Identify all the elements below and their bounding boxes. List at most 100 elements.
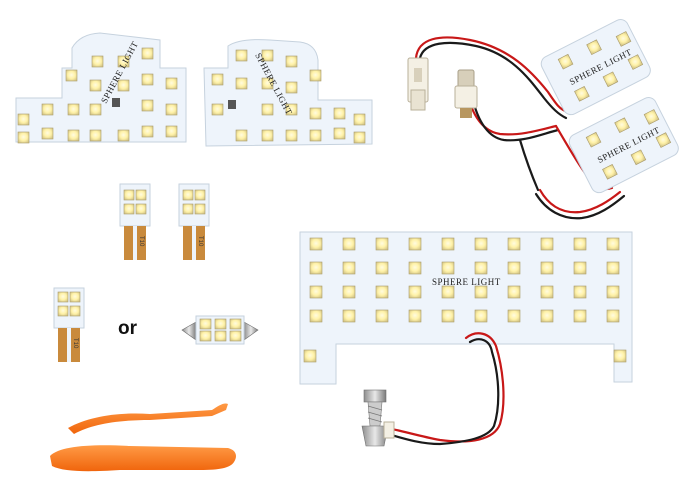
led-panel-map-light-1: SPHERE LIGHT: [540, 19, 651, 116]
led-chip: [614, 117, 630, 134]
led-chip: [342, 309, 356, 323]
led-chip: [586, 39, 602, 56]
led-chip: [117, 129, 130, 142]
led-chip: [285, 81, 298, 94]
led-chip: [211, 103, 224, 116]
led-panel-map-light-2: SPHERE LIGHT: [568, 97, 679, 194]
led-chip: [89, 103, 102, 116]
led-panel-front-left: SPHERE LIGHT: [15, 32, 187, 144]
led-chip-group: [211, 49, 366, 144]
led-chip: [141, 125, 154, 138]
t10-wedge-bulb: T10: [119, 183, 151, 260]
led-chip: [585, 131, 602, 148]
led-chip: [573, 309, 587, 323]
led-chip: [17, 131, 30, 144]
led-chip: [342, 285, 356, 299]
pry-tool-wide: [50, 445, 236, 472]
led-chip: [507, 261, 521, 275]
led-chip: [165, 125, 178, 138]
led-chip: [540, 309, 554, 323]
led-chip: [606, 285, 620, 299]
led-chip: [285, 129, 298, 142]
led-chip: [333, 107, 346, 120]
led-chip: [655, 132, 672, 148]
pry-tool: [68, 403, 228, 434]
connector-socket: [112, 98, 120, 107]
led-chip: [375, 285, 389, 299]
led-chip: [353, 113, 366, 126]
led-chip: [602, 71, 619, 88]
led-chip: [375, 309, 389, 323]
led-chip: [309, 261, 323, 275]
led-chip: [375, 261, 389, 275]
connector-socket: [228, 100, 236, 109]
led-chip: [540, 261, 554, 275]
led-chip: [606, 309, 620, 323]
led-chip: [540, 237, 554, 251]
led-chip: [375, 237, 389, 251]
t10-wedge-bulb: T10: [53, 287, 85, 362]
led-chip: [285, 103, 298, 116]
led-chip: [474, 309, 488, 323]
led-chip: [507, 285, 521, 299]
led-chip: [606, 237, 620, 251]
led-chip: [474, 285, 488, 299]
festoon-bulb: [181, 315, 259, 345]
led-chip: [474, 237, 488, 251]
led-chip: [441, 285, 455, 299]
led-chip: [261, 129, 274, 142]
led-chip: [303, 349, 317, 363]
led-chip: [89, 79, 102, 92]
led-chip: [309, 107, 322, 120]
led-chip: [574, 86, 590, 102]
led-panel-front-right: SPHERE LIGHT: [203, 39, 373, 147]
led-chip: [613, 349, 627, 363]
led-chip-group: [557, 31, 644, 102]
led-chip: [67, 129, 80, 142]
led-chip: [117, 55, 130, 68]
led-chip: [91, 55, 104, 68]
t10-wedge-bulb: T10: [178, 183, 210, 260]
brand-label: SPHERE LIGHT: [432, 277, 501, 287]
led-chip: [573, 261, 587, 275]
led-chip: [573, 285, 587, 299]
led-chip: [353, 131, 366, 144]
led-chip: [474, 261, 488, 275]
led-chip: [441, 309, 455, 323]
model-code-label: T10: [197, 236, 203, 247]
led-chip: [141, 47, 154, 60]
led-chip: [261, 103, 274, 116]
led-chip-group: [585, 109, 672, 180]
led-chip: [165, 103, 178, 116]
led-chip: [309, 285, 323, 299]
led-chip: [408, 285, 422, 299]
wiring-harness-bottom: [384, 332, 505, 446]
led-chip: [17, 113, 30, 126]
led-chip: [309, 129, 322, 142]
led-chip: [309, 237, 323, 251]
led-chip: [408, 261, 422, 275]
led-chip: [309, 309, 323, 323]
led-chip: [643, 109, 660, 125]
led-chip: [261, 77, 274, 90]
led-chip: [141, 73, 154, 86]
led-chip: [165, 77, 178, 90]
led-chip: [141, 99, 154, 112]
led-chip: [627, 54, 644, 70]
led-chip: [342, 261, 356, 275]
or-separator-label: or: [118, 318, 137, 339]
led-chip: [41, 127, 54, 140]
model-code-label: T10: [138, 236, 144, 247]
led-chip: [309, 69, 322, 82]
led-chip: [235, 129, 248, 142]
led-chip: [557, 53, 574, 70]
led-chip: [235, 77, 248, 90]
led-chip: [441, 261, 455, 275]
led-chip: [89, 129, 102, 142]
led-chip: [211, 73, 224, 86]
led-chip-group: [17, 47, 178, 144]
model-code-label: T10: [72, 338, 78, 349]
led-chip: [408, 237, 422, 251]
led-chip: [630, 149, 647, 166]
